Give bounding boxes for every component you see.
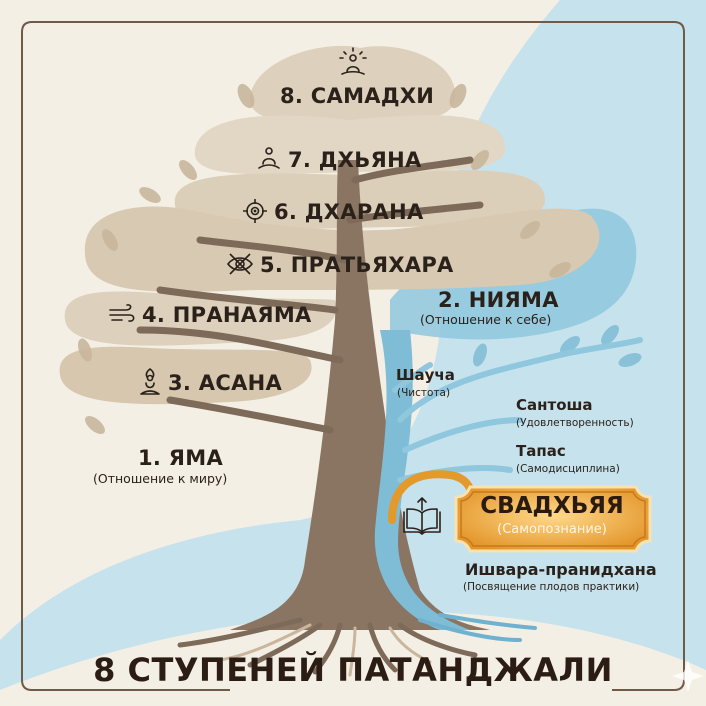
- wind-breath-icon: [108, 303, 136, 329]
- step-8-label: 8. САМАДХИ: [280, 84, 435, 108]
- target-focus-icon: [242, 198, 268, 228]
- svadhyaya-title: СВАДХЬЯЯ: [480, 493, 624, 519]
- svadhyaya-badge-shape: [454, 485, 652, 553]
- niyama-item-santosha-meaning: (Удовлетворенность): [516, 417, 634, 429]
- page-title: 8 СТУПЕНЕЙ ПАТАНДЖАЛИ: [93, 651, 613, 689]
- niyama-item-shaucha-meaning: (Чистота): [397, 387, 451, 399]
- niyama-item-tapas-meaning: (Самодисциплина): [516, 463, 620, 475]
- frame-border: [21, 21, 685, 691]
- meditation-radiant-icon: [336, 46, 370, 83]
- yoga-pose-icon: [138, 367, 162, 401]
- step-1-label: 1. ЯМА: [138, 446, 224, 470]
- step-5-label: 5. ПРАТЬЯХАРА: [226, 251, 454, 281]
- svadhyaya-meaning: (Самопознание): [497, 522, 607, 537]
- step-3-label: 3. АСАНА: [138, 367, 282, 401]
- sparkle-icon: [672, 660, 704, 692]
- niyama-item-ishvara-meaning: (Посвящение плодов практики): [463, 581, 640, 593]
- svadhyaya-badge: СВАДХЬЯЯ (Самопознание): [455, 487, 649, 551]
- eye-crossed-icon: [226, 251, 254, 281]
- meditation-icon: [256, 146, 282, 176]
- step-4-label: 4. ПРАНАЯМА: [108, 303, 312, 329]
- niyama-item-santosha: Сантоша: [516, 396, 593, 414]
- niyama-item-tapas: Тапас: [516, 442, 566, 460]
- niyama-item-shaucha: Шауча: [396, 366, 455, 384]
- step-2-subtitle: (Отношение к себе): [420, 312, 552, 327]
- niyama-item-ishvara: Ишвара-пранидхана: [465, 560, 657, 579]
- step-6-label: 6. ДХАРАНА: [242, 198, 424, 228]
- open-book-icon: [400, 494, 444, 542]
- step-2-label: 2. НИЯМА: [438, 288, 559, 312]
- step-7-label: 7. ДХЬЯНА: [256, 146, 422, 176]
- step-1-subtitle: (Отношение к миру): [93, 471, 228, 486]
